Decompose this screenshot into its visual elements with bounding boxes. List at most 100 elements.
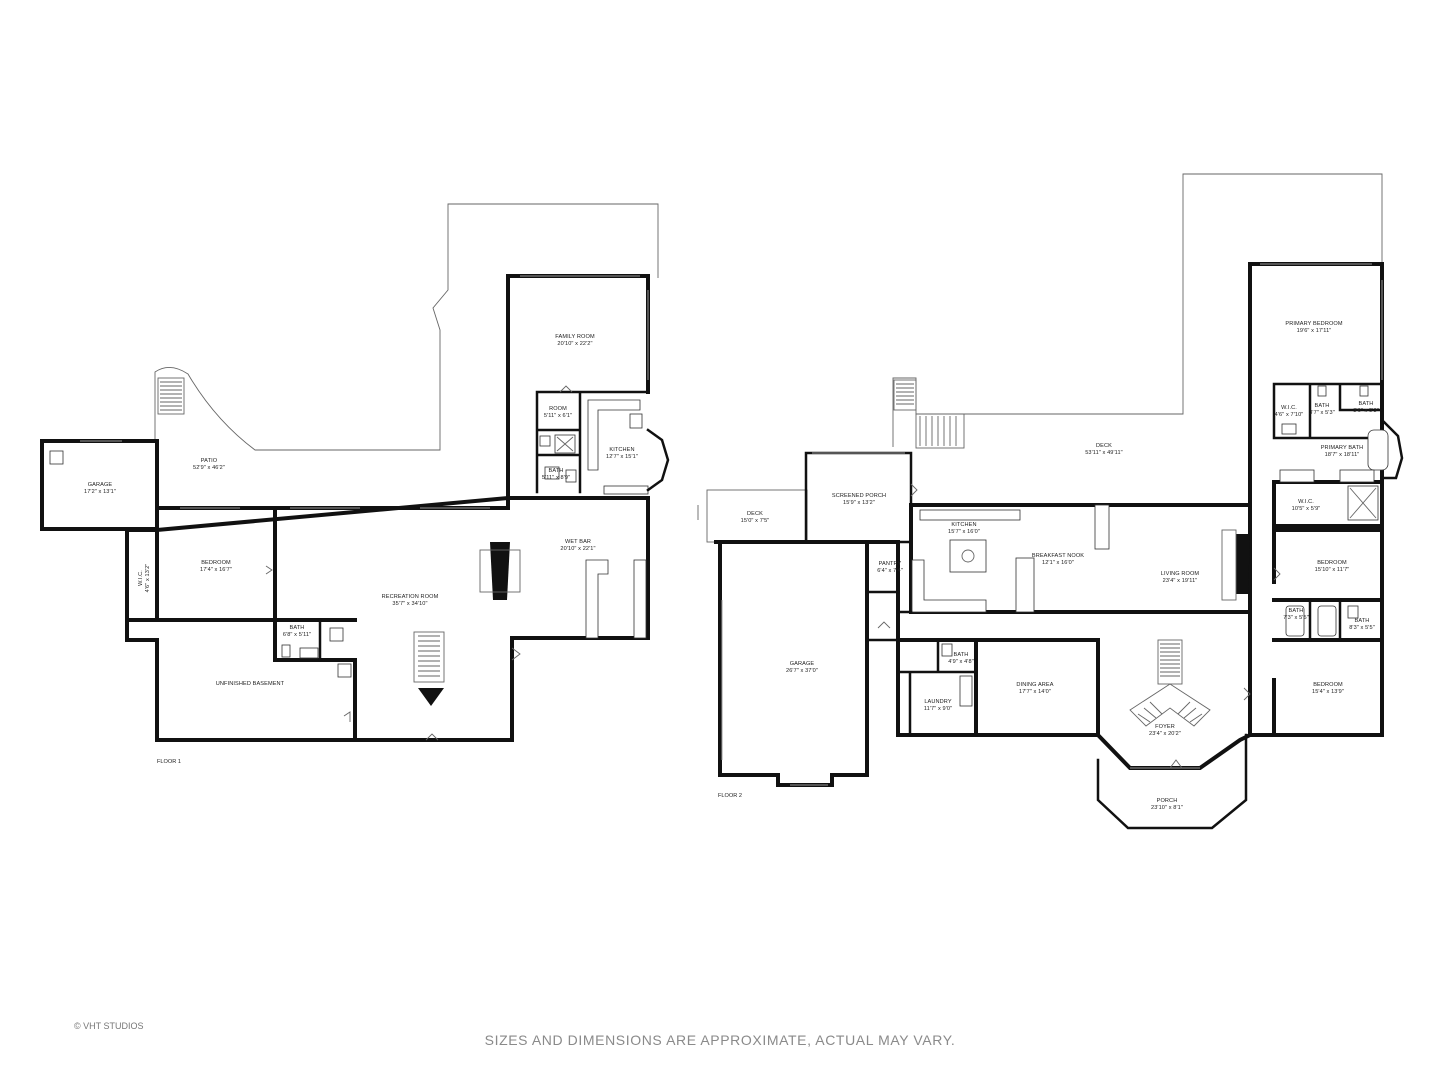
- svg-text:UNFINISHED BASEMENT: UNFINISHED BASEMENT: [216, 681, 285, 687]
- room-name: WET BAR: [565, 539, 591, 545]
- room-dims: 3'7" x 5'3": [1309, 410, 1335, 416]
- room-dims: 4'6" x 7'10": [1275, 412, 1304, 418]
- room-name: PANTRY: [879, 561, 902, 567]
- room-dims: 17'7" x 14'0": [1019, 689, 1051, 695]
- room-name: BATH: [549, 468, 564, 474]
- room-dims: 19'6" x 17'11": [1297, 328, 1332, 334]
- svg-text:W.I.C.4'6" x 13'2": W.I.C.4'6" x 13'2": [138, 564, 151, 593]
- room-name: GARAGE: [790, 661, 815, 667]
- room-name: UNFINISHED BASEMENT: [216, 681, 285, 687]
- floor-2-exterior-walls: [714, 503, 1252, 787]
- room-dims: 35'7" x 34'10": [392, 601, 427, 607]
- room-dims: 15'0" x 7'5": [741, 518, 770, 524]
- room-dims: 20'10" x 22'1": [560, 546, 595, 552]
- floor-1-label: FLOOR 1: [157, 759, 181, 765]
- room-name: LAUNDRY: [924, 699, 951, 705]
- room-dims: 15'10" x 11'7": [1315, 567, 1350, 573]
- room-dims: 15'4" x 13'9": [1312, 689, 1344, 695]
- room-name: BEDROOM: [201, 560, 231, 566]
- svg-text:W.I.C.4'6" x 7'10": W.I.C.4'6" x 7'10": [1275, 405, 1304, 418]
- room-dims: 17'2" x 13'1": [84, 489, 116, 495]
- room-dims: 23'10" x 8'1": [1151, 805, 1183, 811]
- room-name: PORCH: [1157, 798, 1178, 804]
- room-name: BATH: [1359, 401, 1374, 407]
- floor-2-label: FLOOR 2: [718, 793, 742, 799]
- deck-outline: [892, 173, 1383, 447]
- room-name: KITCHEN: [609, 447, 634, 453]
- room-name: LIVING ROOM: [1161, 571, 1200, 577]
- deck-stairs: [893, 379, 965, 449]
- room-name: BATH: [954, 652, 969, 658]
- room-dims: 10'5" x 5'9": [1292, 506, 1321, 512]
- svg-text:W.I.C.10'5" x 5'9": W.I.C.10'5" x 5'9": [1292, 499, 1321, 512]
- room-name: BREAKFAST NOOK: [1032, 553, 1084, 559]
- room-name: BATH: [1355, 618, 1370, 624]
- room-dims: 4'9" x 4'8": [948, 659, 974, 665]
- room-name: PRIMARY BATH: [1321, 445, 1364, 451]
- floor-2-plan: [697, 173, 1404, 830]
- room-name: BATH: [1289, 608, 1304, 614]
- room-dims: 20'10" x 22'2": [557, 341, 592, 347]
- room-name: BATH: [290, 625, 305, 631]
- room-name: BATH: [1315, 403, 1330, 409]
- fireplace: [490, 542, 510, 600]
- room-name: W.I.C.: [138, 570, 144, 586]
- room-name: KITCHEN: [951, 522, 976, 528]
- room-name: FOYER: [1155, 724, 1175, 730]
- copyright-text: © VHT STUDIOS: [74, 1021, 144, 1031]
- disclaimer-text: SIZES AND DIMENSIONS ARE APPROXIMATE, AC…: [484, 1032, 956, 1048]
- foyer-stairs: [1129, 639, 1211, 727]
- patio-stairs: [157, 377, 185, 415]
- room-dims: 6'4" x 7'4": [877, 568, 903, 574]
- room-dims: 26'7" x 37'0": [786, 668, 818, 674]
- room-dims: 7'3" x 5'5": [1283, 615, 1309, 621]
- room-name: ROOM: [549, 406, 567, 412]
- room-dims: 12'1" x 16'0": [1042, 560, 1074, 566]
- room-name: BEDROOM: [1313, 682, 1343, 688]
- floor-1-plan: [40, 203, 670, 742]
- room-dims: 18'7" x 18'11": [1325, 452, 1360, 458]
- room-dims: 53'11" x 49'11": [1085, 450, 1123, 456]
- room-name: W.I.C.: [1298, 499, 1314, 505]
- room-name: GARAGE: [88, 482, 113, 488]
- room-name: PRIMARY BEDROOM: [1285, 321, 1342, 327]
- room-name: FAMILY ROOM: [555, 334, 595, 340]
- room-dims: 8'3" x 5'5": [1349, 625, 1375, 631]
- room-dims: 15'7" x 16'0": [948, 529, 980, 535]
- room-dims: 15'9" x 13'2": [843, 500, 875, 506]
- room-name: DINING AREA: [1016, 682, 1053, 688]
- room-dims: 5'11" x 8'9": [542, 475, 570, 481]
- room-dims: 3'6" x 5'3": [1353, 408, 1379, 414]
- room-dims: 17'4" x 16'7": [200, 567, 232, 573]
- room-dims: 11'7" x 9'0": [924, 706, 952, 712]
- room-dims: 23'4" x 20'2": [1149, 731, 1181, 737]
- room-name: RECREATION ROOM: [382, 594, 439, 600]
